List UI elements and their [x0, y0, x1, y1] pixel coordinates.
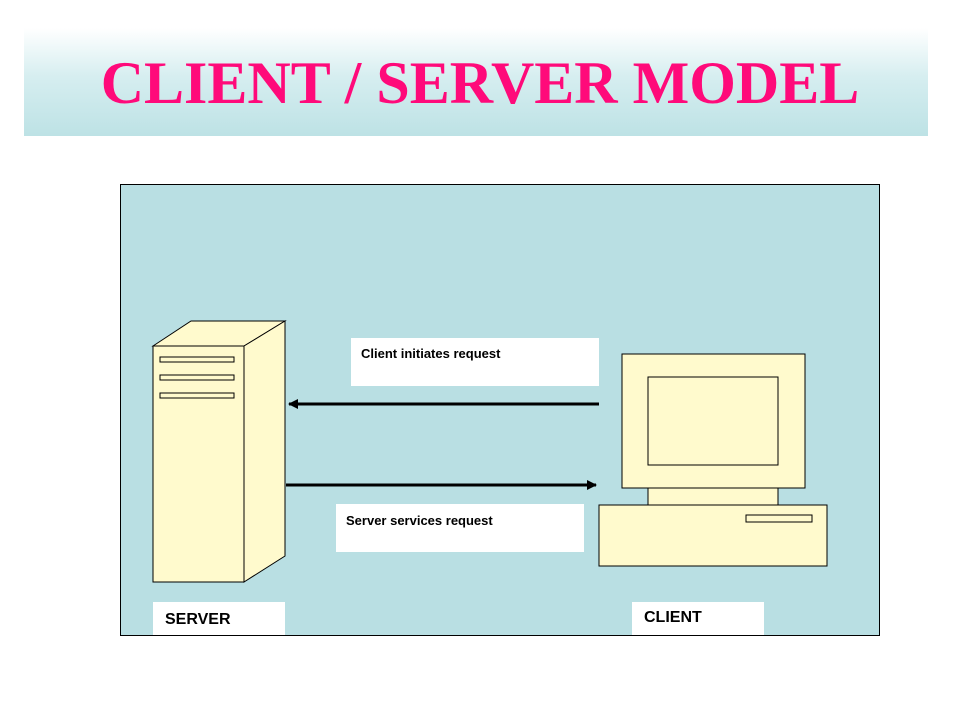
page-title: CLIENT / SERVER MODEL: [100, 50, 860, 116]
request-label: Client initiates request: [351, 338, 599, 386]
drive-bay-2: [159, 374, 235, 381]
disk-slot: [745, 514, 813, 523]
title-band: [24, 28, 928, 136]
drive-bay-1: [159, 356, 235, 363]
monitor-stand: [647, 487, 779, 506]
client-label: CLIENT: [632, 602, 764, 635]
client-computer-icon: [598, 353, 828, 567]
monitor-screen: [647, 376, 779, 466]
service-label: Server services request: [336, 504, 584, 552]
server-tower-icon: [151, 320, 287, 583]
desktop-case: [598, 504, 828, 567]
server-label: SERVER: [153, 602, 285, 635]
drive-bay-3: [159, 392, 235, 399]
